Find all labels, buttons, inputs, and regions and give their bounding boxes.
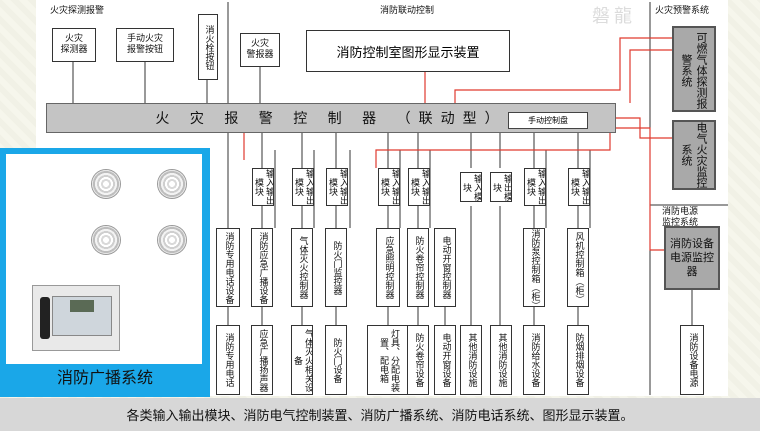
microphone-icon xyxy=(40,297,50,339)
manual-alarm-button-box: 手动火灾 报警按钮 xyxy=(116,28,174,62)
equipment-box: 电动开窗设备 xyxy=(434,325,456,395)
equipment-box: 灯具、分配电装置、配电箱 xyxy=(367,325,409,395)
equipment-box: 消防给水设备 xyxy=(523,325,545,395)
io-module-box: 输出模块 xyxy=(490,172,512,202)
fire-alarm-box: 火灾 警报器 xyxy=(240,33,280,67)
equipment-box: 消防专用电话 xyxy=(216,325,240,395)
io-module-box: 输入输出模块 xyxy=(524,168,546,206)
header-power-monitor: 消防电源 监控系统 xyxy=(662,207,699,228)
equipment-box: 应急广播扬声器 xyxy=(251,325,273,395)
watermark: 磐龍 xyxy=(592,6,636,27)
control-device-box: 应急照明控制器 xyxy=(376,228,400,307)
control-device-box: 防火门监控器 xyxy=(325,228,347,307)
io-module-box: 输入输出模块 xyxy=(408,168,430,206)
broadcast-title: 消防广播系统 xyxy=(56,368,153,387)
speaker-icon xyxy=(92,226,120,254)
io-module-box: 输入模块 xyxy=(460,172,482,202)
speaker-icon xyxy=(158,226,186,254)
equipment-box: 防火门设备 xyxy=(325,325,347,395)
io-module-box: 输入输出模块 xyxy=(378,168,400,206)
header-warning: 火灾预警系统 xyxy=(655,6,710,16)
equipment-box: 消防设备电源 xyxy=(680,325,704,395)
control-device-box: 消防应急广播设备 xyxy=(251,228,273,307)
control-device-box: 电动开窗控制器 xyxy=(434,228,456,307)
electric-fire-monitor-box: 电气火灾监控系统 xyxy=(672,120,716,190)
control-device-box: 消防泵控制箱（柜） xyxy=(523,228,545,307)
fire-detector-box: 火灾 探测器 xyxy=(52,28,96,62)
header-linkage: 消防联动控制 xyxy=(380,6,435,16)
equipment-box: 其他消防设施 xyxy=(460,325,482,395)
control-device-box: 气体灭火控制器 xyxy=(291,228,313,307)
equipment-box: 其他消防设施 xyxy=(490,325,512,395)
power-monitor-box: 消防设备电源监控器 xyxy=(664,226,720,290)
caption: 各类输入输出模块、消防电气控制装置、消防广播系统、消防电话系统、图形显示装置。 xyxy=(0,398,760,431)
hydrant-button-box: 消火栓按钮 xyxy=(198,14,218,80)
broadcast-screen-icon xyxy=(70,300,94,312)
control-device-box: 防火卷帘控制器 xyxy=(407,228,429,307)
manual-control-panel: 手动控制盘 xyxy=(508,112,588,129)
header-detect: 火灾探测报警 xyxy=(50,6,105,16)
io-module-box: 输入输出模块 xyxy=(252,168,274,206)
control-device-box: 风机控制箱（柜） xyxy=(567,228,589,307)
control-device-box: 消防专用电话设备 xyxy=(216,228,240,307)
gas-detection-system-box: 可燃气体探测报警系统 xyxy=(672,26,716,112)
speaker-icon xyxy=(158,170,186,198)
io-module-box: 输入输出模块 xyxy=(326,168,348,206)
equipment-box: 防火卷帘设备 xyxy=(407,325,429,395)
graphic-display-box: 消防控制室图形显示装置 xyxy=(306,30,510,72)
equipment-box: 气体灭火相关设备 xyxy=(291,325,313,395)
equipment-box: 防烟排烟设备 xyxy=(567,325,589,395)
io-module-box: 输入输出模块 xyxy=(568,168,590,206)
io-module-box: 输入输出模块 xyxy=(292,168,314,206)
speaker-icon xyxy=(92,170,120,198)
